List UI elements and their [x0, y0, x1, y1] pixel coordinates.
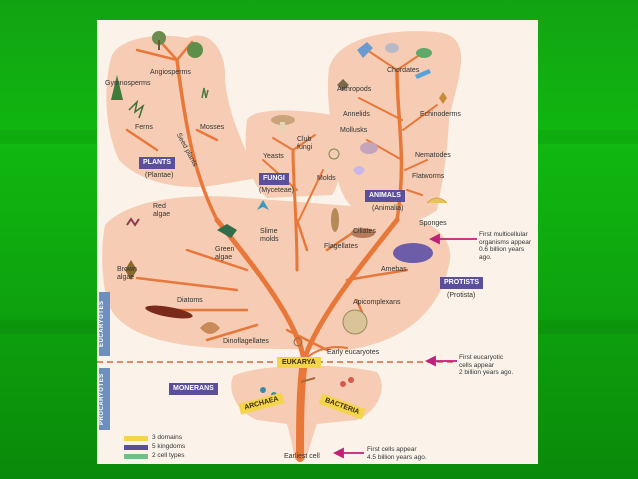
kingdom-fungi-box: FUNGI — [259, 173, 289, 185]
tree-of-life-diagram: EUCARYOTES PROCARYOTES Angiosperms Gymno… — [97, 20, 538, 464]
label-apicomplexans: Apicomplexans — [353, 299, 401, 306]
label-dinoflagellates: Dinoflagellates — [223, 338, 269, 345]
legend-label-domains: 3 domains — [152, 434, 182, 441]
annotation-multicellular: First multicellular organisms appear 0.6… — [479, 231, 532, 261]
domain-eukarya-label: EUKARYA — [277, 357, 321, 368]
monerans-region — [231, 365, 382, 460]
label-molds: Molds — [317, 175, 336, 182]
kingdom-monerans-box: MONERANS — [169, 383, 218, 395]
label-angiosperms: Angiosperms — [150, 69, 191, 76]
label-mosses: Mosses — [200, 124, 225, 131]
procaryotes-side-label: PROCARYOTES — [99, 368, 110, 430]
label-nematodes: Nematodes — [415, 152, 451, 159]
legend-swatch-domains — [124, 436, 148, 441]
label-red-algae: Red algae — [153, 203, 171, 218]
tree-diagram-graphic — [97, 31, 477, 462]
label-arthropods: Arthropods — [337, 86, 372, 93]
label-flatworms: Flatworms — [412, 173, 445, 180]
label-club-fungi: Club fungi — [297, 136, 313, 151]
legend-label-kingdoms: 5 kingdoms — [152, 443, 186, 450]
protists-latin-label: (Protista) — [447, 292, 476, 299]
eucaryotes-side-label: EUCARYOTES — [99, 292, 110, 356]
kingdom-protists-box: PROTISTS — [440, 277, 484, 289]
label-mollusks: Mollusks — [340, 127, 368, 134]
legend-swatch-kingdoms — [124, 445, 148, 450]
legend-swatch-cell-types — [124, 454, 148, 459]
plants-region — [106, 35, 257, 188]
label-yeasts: Yeasts — [263, 153, 284, 160]
label-diatoms: Diatoms — [177, 297, 203, 304]
label-sponges: Sponges — [419, 220, 447, 227]
plants-latin-label: (Plantae) — [145, 172, 174, 179]
kingdom-plants-box: PLANTS — [139, 157, 175, 169]
annotation-first-cells: First cells appear 4.5 billion years ago… — [367, 446, 427, 461]
label-early-eucaryotes: Early eucaryotes — [327, 349, 380, 356]
label-ferns: Ferns — [135, 124, 153, 131]
label-brown-algae: Brown algae — [117, 266, 137, 281]
animals-latin-label: (Animalia) — [372, 205, 404, 212]
legend-label-cell-types: 2 cell types — [152, 452, 185, 459]
label-gymnosperms: Gymnosperms — [105, 80, 151, 87]
label-flagellates: Flagellates — [324, 243, 358, 250]
label-green-algae: Green algae — [215, 246, 235, 261]
annotation-first-eucaryotic: First eucaryotic cells appear 2 billion … — [459, 354, 514, 376]
label-chordates: Chordates — [387, 67, 420, 74]
organism-icons — [111, 31, 448, 398]
label-echinoderms: Echinoderms — [420, 111, 461, 118]
label-slime-molds: Slime molds — [260, 228, 279, 243]
label-earliest-cell: Earliest cell — [284, 453, 320, 460]
label-ciliates: Ciliates — [353, 228, 376, 235]
label-amebas: Amebas — [381, 266, 407, 273]
fungi-latin-label: (Myceteae) — [259, 187, 295, 194]
kingdom-animals-box: ANIMALS — [365, 190, 405, 202]
label-annelids: Annelids — [343, 111, 370, 118]
